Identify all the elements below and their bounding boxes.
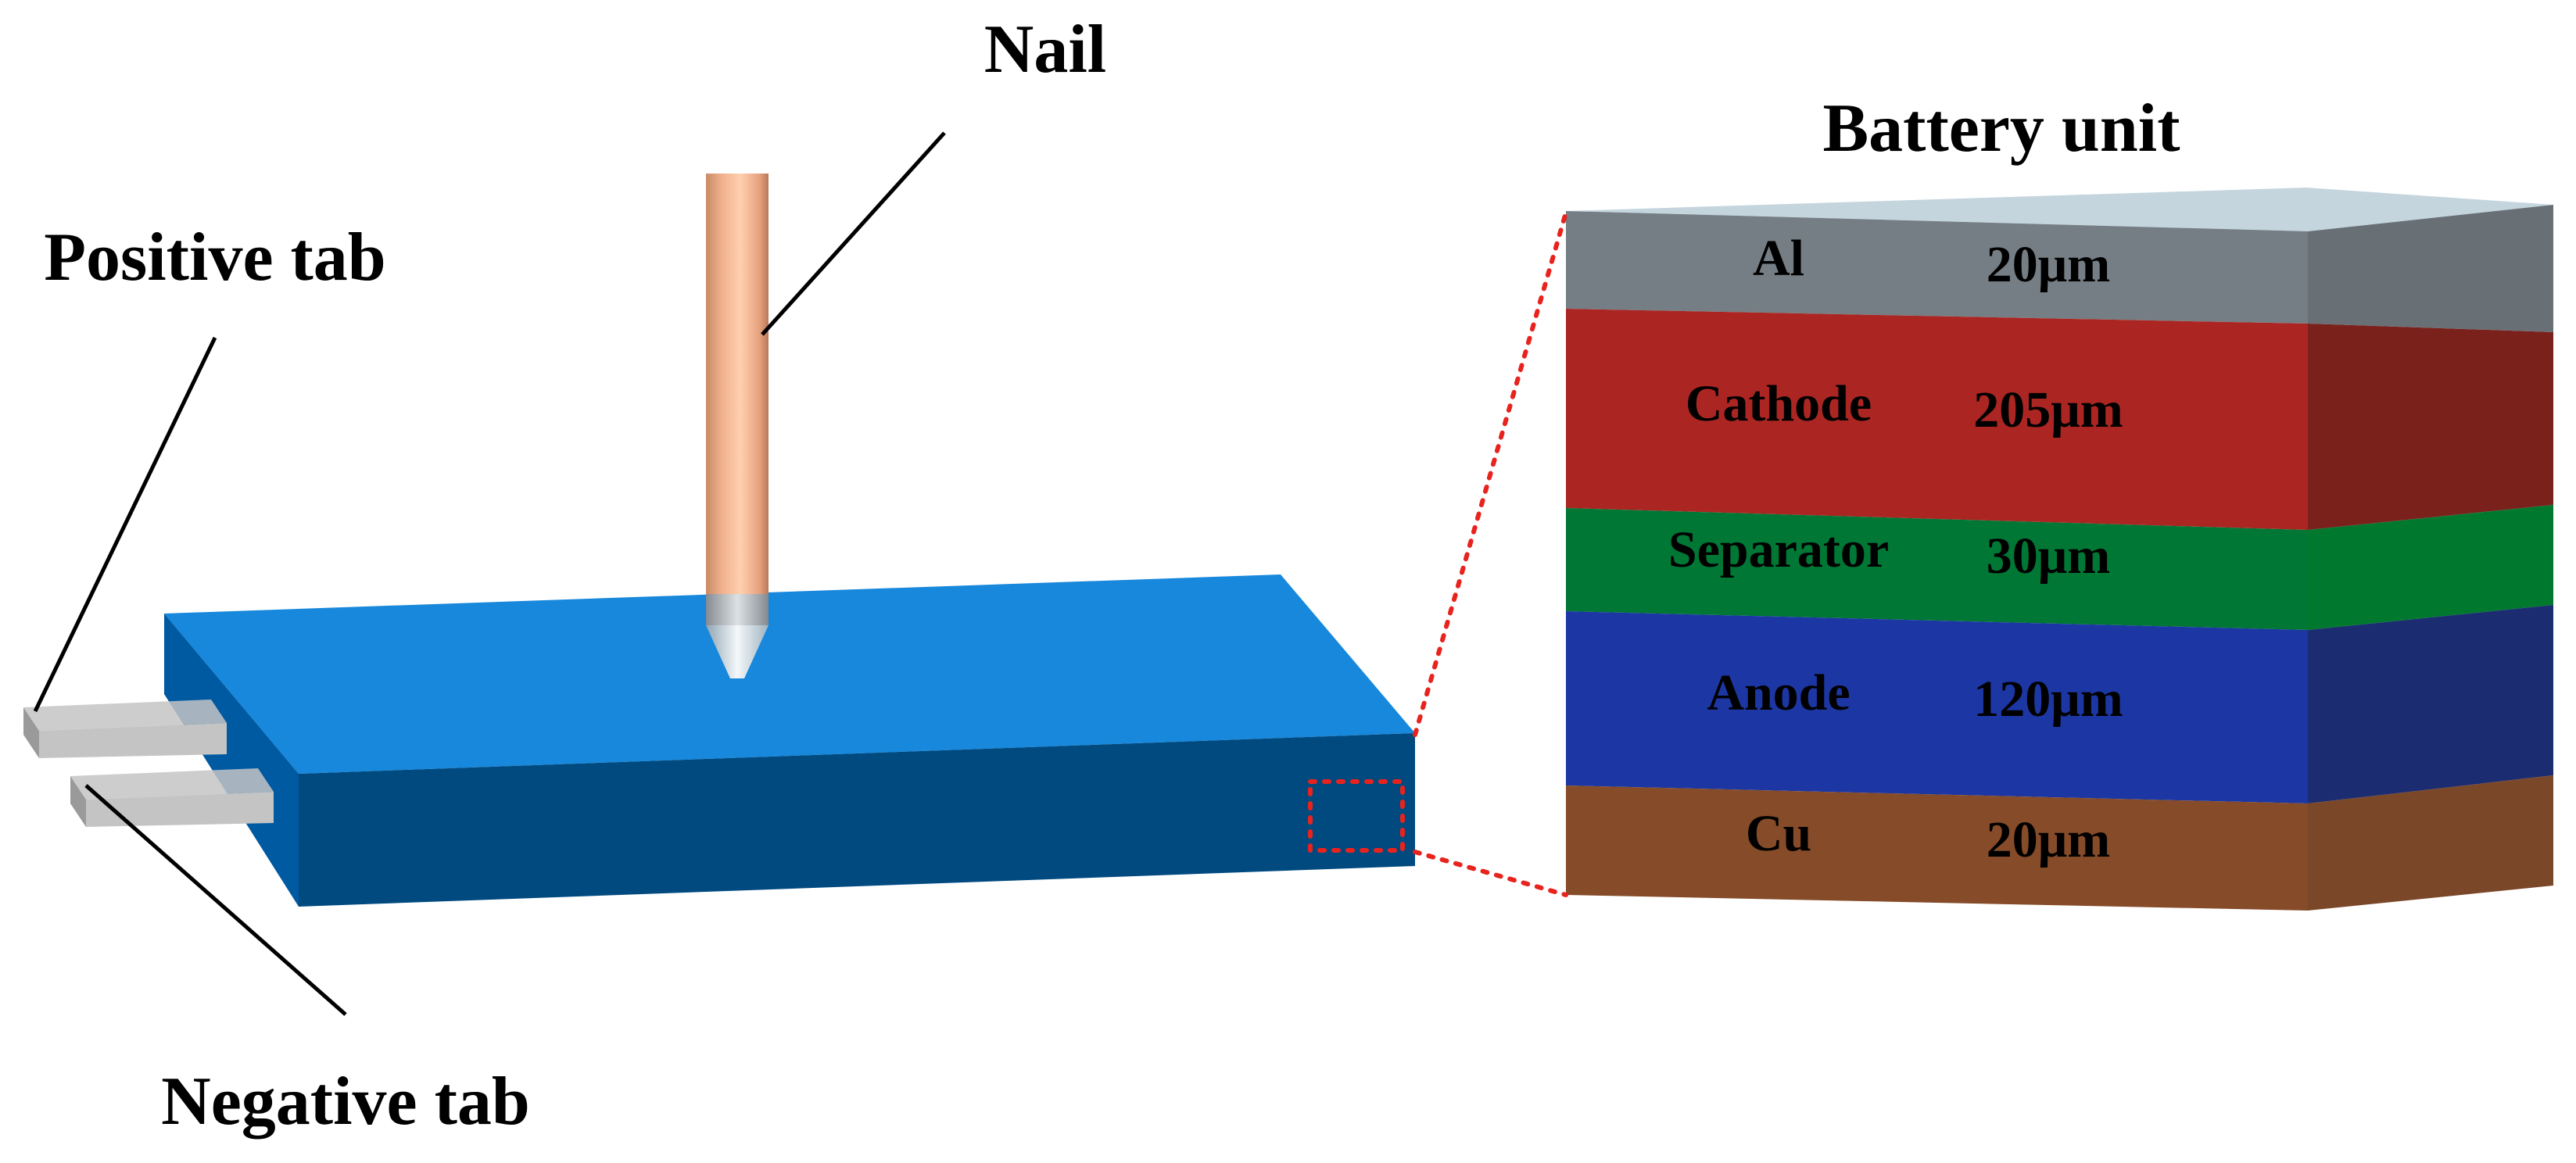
layer-name-cathode: Cathode bbox=[1686, 375, 1872, 432]
negative-tab-leader-line bbox=[84, 784, 347, 1016]
nail-ferrule bbox=[706, 594, 769, 625]
layer-name-anode: Anode bbox=[1707, 664, 1850, 721]
layer-cathode-side bbox=[2308, 324, 2553, 530]
positive-tab-label: Positive tab bbox=[44, 220, 386, 295]
battery-unit-label: Battery unit bbox=[1822, 91, 2180, 166]
negative-tab-label: Negative tab bbox=[161, 1064, 530, 1140]
layer-cu-front bbox=[1566, 785, 2308, 911]
positive-tab-leader-line bbox=[33, 336, 217, 713]
layer-separator-side bbox=[2308, 505, 2553, 630]
layer-cu-side bbox=[2308, 775, 2553, 911]
zoom-connector-bottom bbox=[1413, 850, 1568, 897]
layer-al-front bbox=[1566, 211, 2308, 324]
layer-thickness-cu: 20μm bbox=[1987, 811, 2110, 868]
zoom-region-marker bbox=[1308, 779, 1405, 853]
cell-top-face bbox=[164, 574, 1415, 774]
layer-thickness-anode: 120μm bbox=[1973, 671, 2123, 728]
cell-left-face bbox=[164, 614, 299, 907]
layer-name-cu: Cu bbox=[1746, 805, 1811, 862]
layer-thickness-cathode: 205μm bbox=[1973, 381, 2123, 438]
layer-name-al: Al bbox=[1753, 230, 1804, 287]
layer-al-side bbox=[2308, 205, 2553, 332]
cell-front-face bbox=[299, 733, 1415, 907]
pouch-cell bbox=[23, 574, 1415, 907]
layer-separator-front bbox=[1566, 508, 2308, 630]
nail bbox=[706, 174, 769, 678]
layer-anode-front bbox=[1566, 611, 2308, 803]
zoom-connector-top bbox=[1413, 210, 1568, 737]
positive-tab-shape bbox=[23, 700, 227, 758]
layer-thickness-separator: 30μm bbox=[1987, 528, 2110, 585]
layer-cathode-front bbox=[1566, 309, 2308, 530]
nail-leader-line bbox=[761, 131, 946, 336]
layer-thickness-al: 20μm bbox=[1987, 236, 2110, 293]
layer-name-separator: Separator bbox=[1668, 521, 1889, 578]
negative-tab-shape bbox=[70, 768, 274, 827]
nail-tip bbox=[706, 625, 769, 678]
layer-anode-side bbox=[2308, 605, 2553, 803]
nail-shaft bbox=[706, 174, 769, 625]
unit-top-face bbox=[1566, 188, 2553, 231]
nail-label: Nail bbox=[984, 12, 1106, 88]
